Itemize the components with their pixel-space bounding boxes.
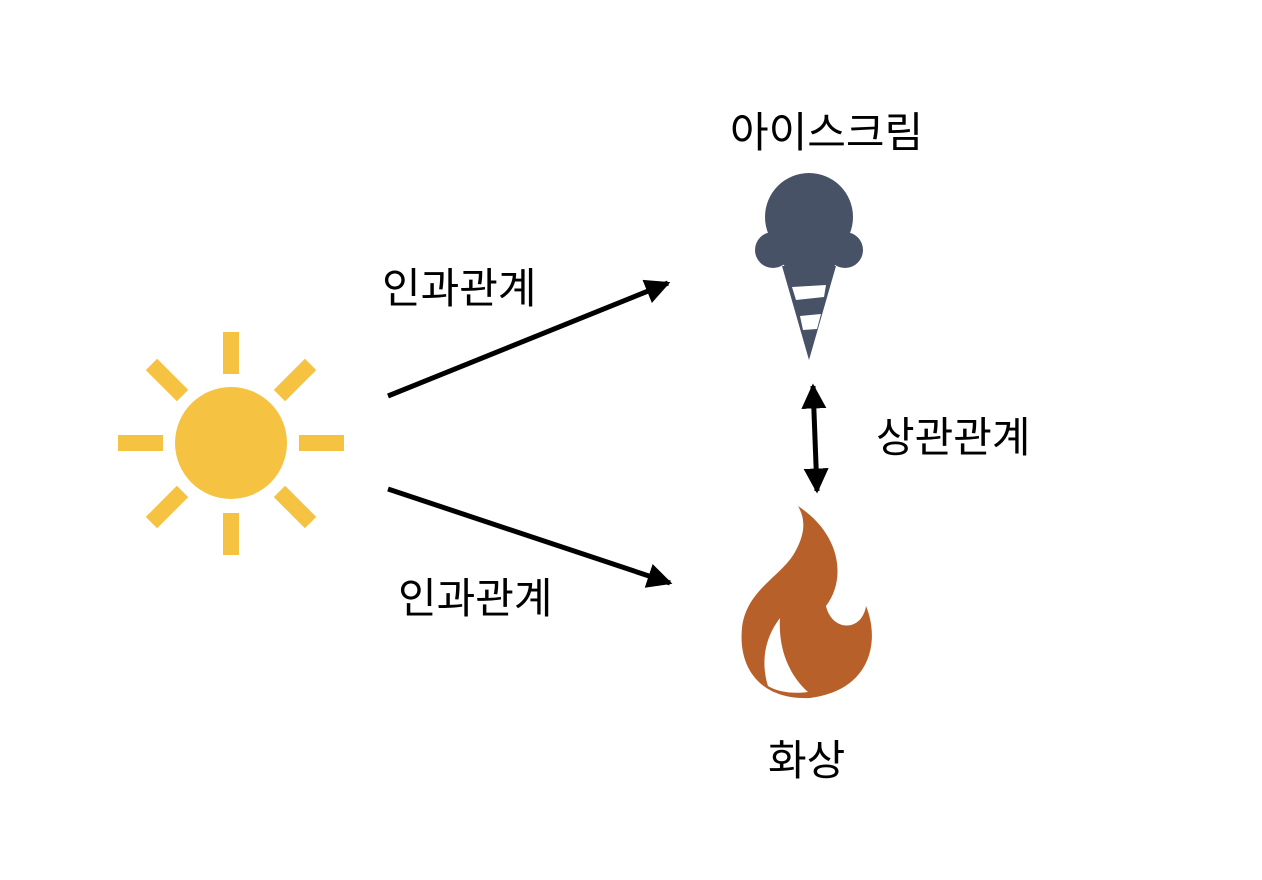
causation-label-bottom: 인과관계: [398, 574, 553, 623]
cause-arrow-bottom: [387, 486, 673, 588]
correlation-arrow: [801, 383, 829, 494]
causation-label-top: 인과관계: [382, 264, 537, 313]
ice-cream-icon: [755, 173, 863, 360]
correlation-label: 상관관계: [876, 413, 1031, 462]
ice-cream-label: 아이스크림: [730, 108, 924, 157]
burn-label: 화상: [768, 736, 846, 785]
fire-icon: [741, 506, 872, 699]
cause-arrow-top: [387, 279, 671, 399]
sun-icon: [118, 332, 344, 555]
